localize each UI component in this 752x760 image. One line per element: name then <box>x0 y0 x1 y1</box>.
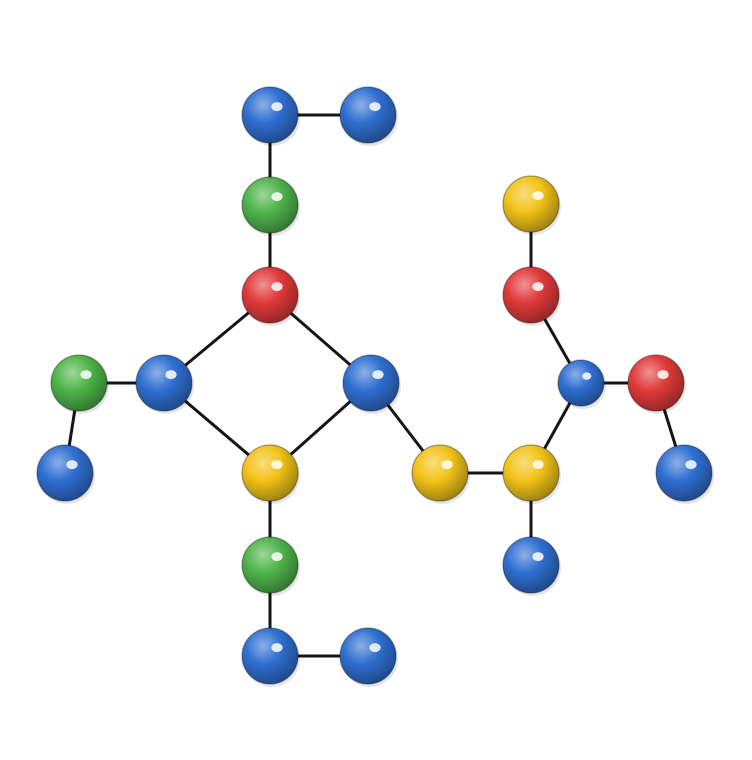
atom-highlight <box>441 460 453 470</box>
atom-highlight <box>271 102 283 112</box>
atom-red-a20 <box>627 354 686 414</box>
atom-sphere <box>558 360 604 406</box>
atom-outline <box>339 627 397 685</box>
atom-highlight <box>532 552 544 562</box>
atom-outline <box>241 444 299 502</box>
atom-outline <box>502 175 560 233</box>
atom-red-a4 <box>241 266 300 326</box>
atom-blue-a1 <box>241 86 300 146</box>
atom-highlight <box>271 643 283 653</box>
atom-outline <box>241 627 299 685</box>
atom-outline <box>241 176 299 234</box>
atom-outline <box>342 354 400 412</box>
atom-blue-a16 <box>502 536 561 596</box>
atom-sphere <box>503 537 559 593</box>
atom-sphere <box>242 177 298 233</box>
atom-sphere <box>340 87 396 143</box>
atom-highlight <box>271 460 283 470</box>
atom-yellow-a7 <box>241 444 300 504</box>
atom-highlight <box>532 282 544 292</box>
atom-highlight <box>685 460 697 470</box>
atom-outline <box>502 444 560 502</box>
atom-sphere <box>503 445 559 501</box>
atom-highlight <box>369 643 381 653</box>
atom-highlight <box>369 102 381 112</box>
atom-highlight <box>657 370 669 380</box>
atom-outline <box>655 444 713 502</box>
atom-highlight <box>532 460 544 470</box>
atom-outline <box>502 536 560 594</box>
atom-green-a3 <box>241 176 300 236</box>
atom-blue-a2 <box>339 86 398 146</box>
atom-highlight <box>372 370 384 380</box>
atom-outline <box>135 354 193 412</box>
atom-sphere <box>51 355 107 411</box>
atom-blue-a11 <box>339 627 398 687</box>
atom-yellow-a14 <box>411 444 470 504</box>
atom-highlight <box>271 282 283 292</box>
atom-blue-a12 <box>36 444 95 504</box>
atom-highlight <box>165 370 177 380</box>
atom-green-a10 <box>50 354 109 414</box>
atom-highlight <box>80 370 92 380</box>
atom-sphere <box>242 267 298 323</box>
atom-sphere <box>340 628 396 684</box>
atom-outline <box>241 536 299 594</box>
atom-sphere <box>242 628 298 684</box>
atom-sphere <box>503 176 559 232</box>
atom-sphere <box>343 355 399 411</box>
atom-highlight <box>66 460 78 470</box>
atom-yellow-a15 <box>502 444 561 504</box>
atom-outline <box>339 86 397 144</box>
atom-yellow-a19 <box>502 175 561 235</box>
atom-outline <box>557 359 605 407</box>
atom-outline <box>241 86 299 144</box>
atom-outline <box>411 444 469 502</box>
atom-blue-a17 <box>557 359 606 409</box>
atom-highlight <box>582 372 592 380</box>
atom-outline <box>241 266 299 324</box>
atom-sphere <box>242 445 298 501</box>
atom-outline <box>502 266 560 324</box>
atom-blue-a9 <box>241 627 300 687</box>
atoms-layer <box>36 86 714 687</box>
atom-sphere <box>136 355 192 411</box>
atom-sphere <box>412 445 468 501</box>
atom-green-a8 <box>241 536 300 596</box>
atom-sphere <box>37 445 93 501</box>
atom-outline <box>50 354 108 412</box>
atom-blue-a6 <box>342 354 401 414</box>
atom-blue-a21 <box>655 444 714 504</box>
atom-highlight <box>532 191 544 201</box>
atom-blue-a5 <box>135 354 194 414</box>
atom-sphere <box>242 87 298 143</box>
atom-outline <box>36 444 94 502</box>
atom-sphere <box>242 537 298 593</box>
atom-red-a18 <box>502 266 561 326</box>
atom-sphere <box>656 445 712 501</box>
atom-sphere <box>503 267 559 323</box>
atom-highlight <box>271 192 283 202</box>
atom-sphere <box>628 355 684 411</box>
atom-outline <box>627 354 685 412</box>
atom-highlight <box>271 552 283 562</box>
